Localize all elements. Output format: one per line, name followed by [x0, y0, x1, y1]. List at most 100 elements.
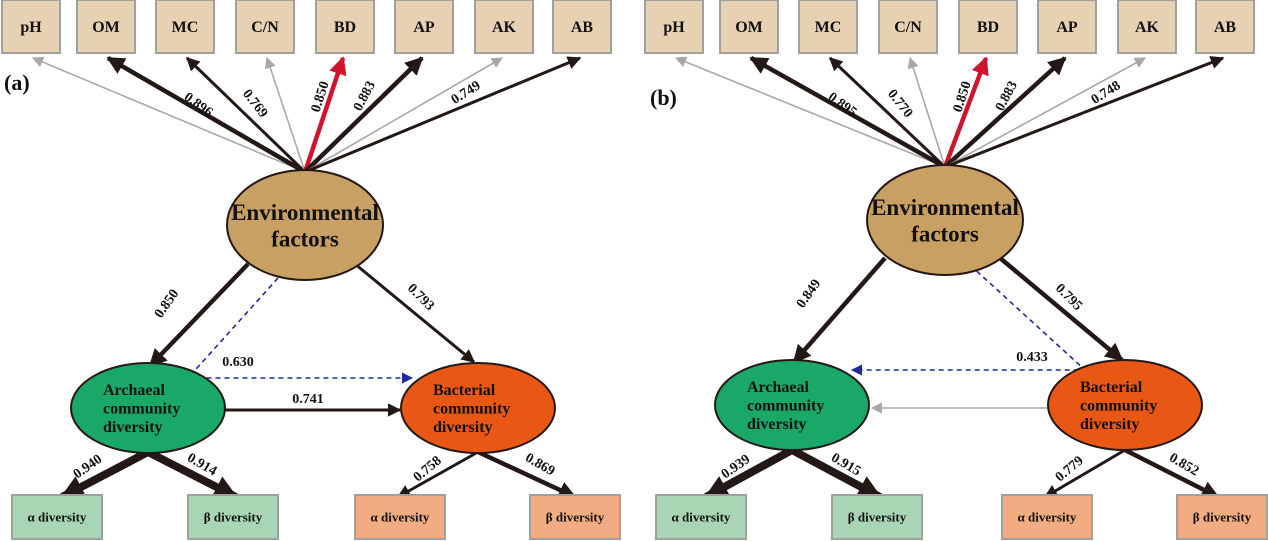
path-coefficient: 0.850	[152, 287, 182, 321]
loading-arrow-bd	[302, 56, 347, 173]
factor-box-ab-label: AB	[1214, 19, 1237, 36]
path-env-to-archaea	[792, 256, 887, 364]
bacteria-alpha-diversity-box: α diversity	[354, 494, 446, 540]
path-env-to-archaea	[148, 262, 250, 368]
environmental-factors-node-label-line: Environmental	[871, 195, 1019, 220]
archaea-beta-diversity-box: β diversity	[831, 494, 923, 540]
path-coefficient: 0.741	[292, 392, 324, 407]
bacteria-alpha-diversity-box-label: α diversity	[1018, 510, 1077, 525]
factor-box-mc-label: MC	[172, 19, 199, 36]
loading-arrow-ap	[303, 56, 424, 174]
factor-box-ap: AP	[1037, 0, 1097, 54]
archaea-alpha-diversity-box: α diversity	[655, 494, 747, 540]
factor-box-mc: MC	[155, 0, 215, 54]
bacteria-beta-diversity-box: β diversity	[529, 494, 621, 540]
environmental-factors-node-label-line: factors	[911, 221, 979, 246]
loading-coefficient: 0.883	[993, 79, 1021, 114]
path-env-via-archaea-to-bacteria	[186, 277, 414, 384]
path-archaea-to-archaea-beta	[790, 446, 883, 501]
bacteria-alpha-diversity-box: α diversity	[1001, 494, 1093, 540]
archaea-alpha-diversity-box: α diversity	[11, 494, 103, 540]
factor-box-om-label: OM	[735, 19, 763, 36]
archaea-beta-diversity-box: β diversity	[187, 494, 279, 540]
factor-box-bd: BD	[315, 0, 375, 54]
bacterial-diversity-node-label-line: community	[433, 401, 510, 418]
loading-arrow-om	[749, 56, 947, 169]
factor-box-bd-label: BD	[334, 19, 356, 36]
loading-arrow-cn	[264, 56, 306, 173]
factor-box-om: OM	[719, 0, 779, 54]
archaea-beta-diversity-box-label: β diversity	[848, 510, 907, 525]
factor-box-bd-label: BD	[977, 19, 999, 36]
path-env-via-bacteria-to-archaea	[850, 264, 1088, 376]
path-archaea-to-archaea-alpha	[59, 448, 150, 501]
factor-box-ph-label: pH	[663, 19, 685, 36]
bacteria-beta-diversity-box: β diversity	[1176, 494, 1268, 540]
factor-box-ak-label: AK	[1135, 19, 1160, 36]
loading-arrow-ab	[304, 56, 582, 174]
loading-coefficient: 0.883	[351, 79, 379, 114]
path-env-to-bacteria	[354, 262, 476, 364]
factor-box-cn: C/N	[235, 0, 295, 54]
path-archaea-to-archaea-beta	[146, 448, 239, 501]
factor-box-bd: BD	[958, 0, 1018, 54]
path-coefficient: 0.433	[1016, 350, 1048, 365]
path-archaea-to-archaea-alpha	[703, 446, 794, 501]
loading-arrow-ak	[304, 57, 503, 173]
archaeal-diversity-node-label-line: community	[747, 398, 824, 415]
loading-arrow-ak	[944, 57, 1146, 168]
archaeal-diversity-node-label-line: Archaeal	[747, 379, 809, 396]
archaea-alpha-diversity-box-label: α diversity	[672, 510, 731, 525]
factor-box-ak: AK	[474, 0, 534, 54]
bacterial-diversity-node-label-line: community	[1080, 398, 1157, 415]
loading-arrow-ph	[674, 56, 946, 168]
factor-box-ap-label: AP	[413, 19, 435, 36]
loading-arrow-bd	[942, 56, 989, 168]
loading-arrow-ph	[31, 56, 306, 173]
loading-coefficient: 0.769	[239, 87, 270, 121]
path-coefficient: 0.795	[1052, 281, 1085, 314]
bacterial-diversity-node-label-line: Bacterial	[433, 382, 496, 399]
loading-arrow-mc	[828, 56, 947, 169]
factor-box-cn: C/N	[878, 0, 938, 54]
factor-box-ak-label: AK	[492, 19, 517, 36]
factor-box-om: OM	[76, 0, 136, 54]
path-bacteria-to-bacteria-alpha	[396, 450, 479, 499]
archaea-beta-diversity-box-label: β diversity	[204, 510, 263, 525]
panel-tag: (b)	[650, 85, 677, 110]
archaeal-diversity-node-label-line: community	[103, 401, 180, 418]
factor-box-om-label: OM	[92, 19, 120, 36]
loading-arrow-ap	[943, 56, 1067, 169]
factor-box-ap: AP	[394, 0, 454, 54]
loading-arrow-om	[106, 56, 307, 174]
factor-box-ab-label: AB	[571, 19, 594, 36]
panel-tag: (a)	[4, 70, 30, 95]
bacterial-diversity-node-label-line: diversity	[1080, 416, 1140, 433]
archaeal-diversity-node-label-line: Archaeal	[103, 382, 165, 399]
path-coefficient: 0.630	[222, 355, 254, 370]
loading-arrow-cn	[907, 56, 946, 168]
loading-arrow-ab	[944, 56, 1225, 169]
archaea-alpha-diversity-box-label: α diversity	[28, 510, 87, 525]
bacteria-beta-diversity-box-label: β diversity	[1193, 510, 1252, 525]
loading-coefficient: 0.749	[449, 78, 484, 107]
path-coefficient: 0.849	[794, 277, 824, 311]
path-bacteria-to-bacteria-alpha	[1043, 448, 1126, 499]
factor-box-ph: pH	[644, 0, 704, 54]
bacterial-diversity-node-label-line: diversity	[433, 419, 493, 436]
factor-box-mc-label: MC	[815, 19, 842, 36]
environmental-factors-node-label-line: factors	[271, 226, 339, 251]
factor-box-ab: AB	[1195, 0, 1255, 54]
bacteria-beta-diversity-box-label: β diversity	[546, 510, 605, 525]
factor-box-ph: pH	[1, 0, 61, 54]
bacterial-diversity-node-label-line: Bacterial	[1080, 379, 1143, 396]
factor-box-mc: MC	[798, 0, 858, 54]
